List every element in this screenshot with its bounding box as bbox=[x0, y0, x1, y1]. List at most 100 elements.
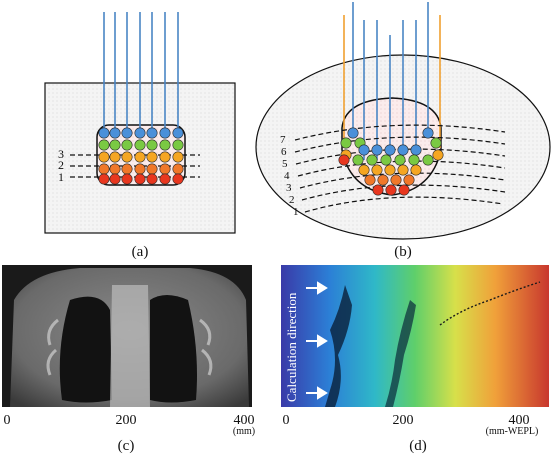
ct-spine bbox=[110, 285, 150, 407]
spot bbox=[98, 173, 110, 185]
spot bbox=[377, 174, 389, 186]
caption-a: (a) bbox=[132, 244, 149, 260]
spot bbox=[172, 151, 184, 163]
layer-number-1: 1 bbox=[293, 206, 299, 218]
layer-number-2: 2 bbox=[58, 158, 64, 172]
layer-number-2: 2 bbox=[289, 194, 295, 206]
spot bbox=[98, 127, 110, 139]
caption-b: (b) bbox=[394, 244, 412, 260]
wepl-dark-band-2 bbox=[385, 300, 416, 407]
spot bbox=[364, 174, 376, 186]
spot bbox=[146, 173, 158, 185]
spot bbox=[172, 173, 184, 185]
spot bbox=[352, 154, 364, 166]
arrows bbox=[306, 281, 328, 400]
spot bbox=[159, 139, 171, 151]
spot bbox=[159, 151, 171, 163]
spot bbox=[172, 139, 184, 151]
spot bbox=[408, 154, 420, 166]
spot bbox=[403, 174, 415, 186]
layer-number-6: 6 bbox=[281, 146, 287, 158]
layer-number-3: 3 bbox=[58, 147, 64, 161]
calculation-direction-label: Calculation direction bbox=[284, 292, 299, 402]
layer-number-3: 3 bbox=[286, 182, 292, 194]
spot bbox=[410, 164, 422, 176]
tick-d-0: 0 bbox=[283, 413, 290, 428]
layer-number-4: 4 bbox=[284, 170, 290, 182]
spot bbox=[347, 127, 359, 139]
spot bbox=[398, 184, 410, 196]
tick-c-200: 200 bbox=[116, 413, 137, 428]
spot bbox=[134, 173, 146, 185]
spot bbox=[380, 154, 392, 166]
spot bbox=[146, 139, 158, 151]
tick-c-0: 0 bbox=[4, 413, 11, 428]
spot bbox=[384, 144, 396, 156]
spot bbox=[397, 164, 409, 176]
spot bbox=[338, 154, 350, 166]
panel-a: 3 2 1 (a) bbox=[44, 12, 236, 260]
spot bbox=[172, 163, 184, 175]
spot bbox=[371, 164, 383, 176]
spot bbox=[372, 184, 384, 196]
spot bbox=[410, 144, 422, 156]
spot bbox=[385, 184, 397, 196]
spot bbox=[397, 144, 409, 156]
tick-d-200: 200 bbox=[393, 413, 414, 428]
spot bbox=[422, 127, 434, 139]
spot bbox=[146, 127, 158, 139]
spot bbox=[121, 173, 133, 185]
spot bbox=[134, 127, 146, 139]
spot bbox=[121, 163, 133, 175]
spot bbox=[134, 151, 146, 163]
spot bbox=[394, 154, 406, 166]
spot bbox=[121, 139, 133, 151]
spot bbox=[109, 139, 121, 151]
axis-unit-d: (mm-WEPL) bbox=[486, 426, 539, 437]
panel-b: 7 6 5 4 3 2 1 (b) bbox=[255, 2, 551, 260]
spot bbox=[366, 154, 378, 166]
spot bbox=[121, 127, 133, 139]
ct-lung-right bbox=[150, 295, 197, 403]
axis-unit-c: (mm) bbox=[233, 426, 255, 437]
layer-number-1: 1 bbox=[58, 170, 64, 184]
spot bbox=[109, 173, 121, 185]
caption-c: (c) bbox=[118, 438, 135, 454]
spot bbox=[98, 139, 110, 151]
wepl-dark-band-1 bbox=[325, 285, 352, 407]
spot-grid-b bbox=[338, 127, 444, 196]
tick-c-400: 400 bbox=[234, 413, 255, 428]
layer-number-7: 7 bbox=[280, 134, 286, 146]
spot bbox=[109, 127, 121, 139]
spot bbox=[371, 144, 383, 156]
spot bbox=[146, 151, 158, 163]
spot bbox=[159, 173, 171, 185]
wepl-edge bbox=[439, 281, 541, 326]
spot bbox=[146, 163, 158, 175]
spot bbox=[109, 163, 121, 175]
spot bbox=[134, 163, 146, 175]
layer-number-5: 5 bbox=[282, 158, 288, 170]
ct-lung-left bbox=[59, 296, 112, 403]
panel-c: 0 200 400 (mm) (c) bbox=[2, 265, 255, 454]
spot bbox=[134, 139, 146, 151]
tick-d-400: 400 bbox=[509, 413, 530, 428]
spot bbox=[422, 154, 434, 166]
spot bbox=[98, 163, 110, 175]
spot bbox=[358, 144, 370, 156]
spot bbox=[340, 137, 352, 149]
spot-grid-a bbox=[98, 127, 184, 185]
spot bbox=[432, 149, 444, 161]
beam-lines bbox=[103, 12, 179, 135]
spot bbox=[384, 164, 396, 176]
spot bbox=[159, 127, 171, 139]
spot bbox=[159, 163, 171, 175]
caption-d: (d) bbox=[409, 438, 427, 454]
spot bbox=[358, 164, 370, 176]
panel-d: Calculation direction 0 200 400 (mm-WEPL… bbox=[281, 265, 549, 454]
spot bbox=[121, 151, 133, 163]
spot bbox=[98, 151, 110, 163]
spot bbox=[430, 137, 442, 149]
spot bbox=[172, 127, 184, 139]
